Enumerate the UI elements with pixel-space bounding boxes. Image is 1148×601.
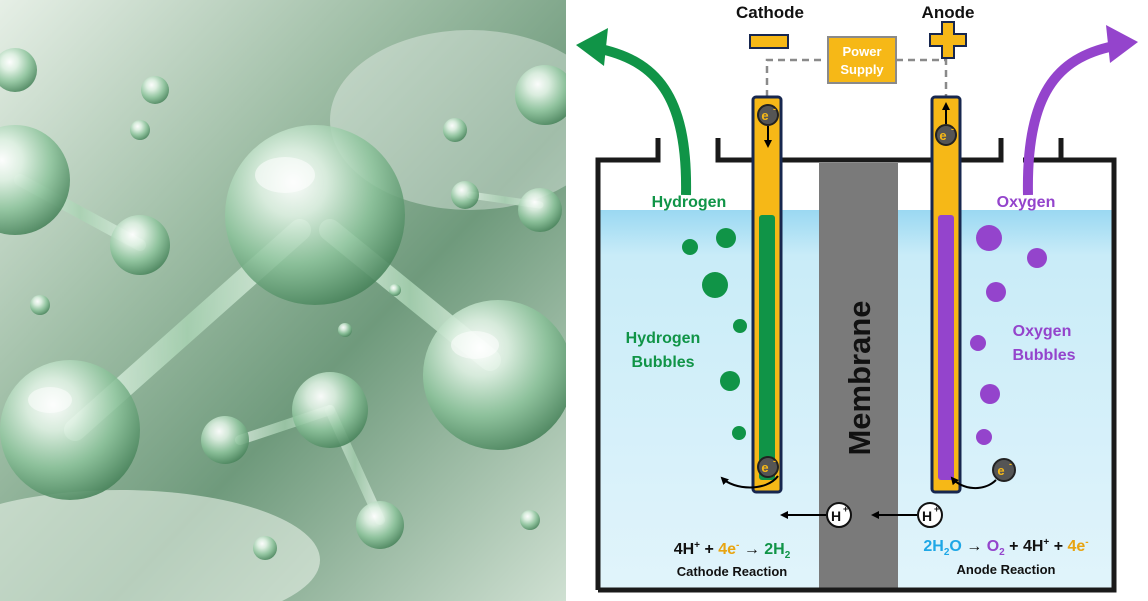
svg-text:e: e <box>939 128 946 143</box>
membrane-label: Membrane <box>842 300 877 455</box>
svg-text:-: - <box>951 124 954 134</box>
oxygen-bubbles-label-line1: Oxygen <box>1013 323 1072 340</box>
oxygen-bubbles <box>970 225 1047 445</box>
minus-icon <box>749 34 789 49</box>
svg-text:H: H <box>831 508 841 524</box>
anode-active-area <box>938 215 954 480</box>
electron-icon: e - <box>992 458 1016 482</box>
power-supply-box <box>827 36 897 84</box>
plus-icon <box>929 21 967 59</box>
oxygen-label: Oxygen <box>997 194 1056 211</box>
anode-label: Anode <box>922 3 975 22</box>
hydrogen-output-arrow <box>595 43 692 196</box>
svg-text:+: + <box>843 504 848 514</box>
anode-reaction-equation: 2H2O → O2 + 4H+ + 4e- <box>923 537 1088 558</box>
electron-icon: e - <box>935 124 957 146</box>
hydrogen-bubbles <box>682 228 747 440</box>
cathode-label: Cathode <box>736 3 804 22</box>
oxygen-bubbles-label-line2: Bubbles <box>1012 347 1075 364</box>
cathode-reaction-title: Cathode Reaction <box>677 564 788 579</box>
oxygen-output-arrow <box>1022 41 1116 196</box>
hydrogen-label: Hydrogen <box>652 194 727 211</box>
svg-text:-: - <box>773 104 776 114</box>
electron-icon: e - <box>757 456 779 478</box>
anode-reaction-title: Anode Reaction <box>957 562 1056 577</box>
power-supply-label-line1: Power <box>842 44 881 59</box>
electrolysis-diagram: Membrane Power Supply Cathode Anode Hydr… <box>576 3 1138 593</box>
proton-icon: H + <box>917 502 943 528</box>
power-wire <box>765 58 948 97</box>
svg-text:e: e <box>761 108 768 123</box>
svg-text:-: - <box>773 456 776 466</box>
svg-text:e: e <box>997 463 1004 478</box>
proton-icon: H + <box>826 502 852 528</box>
cathode-reaction-equation: 4H+ + 4e- → 2H2 <box>674 540 791 561</box>
svg-text:H: H <box>922 508 932 524</box>
power-supply-label-line2: Supply <box>840 62 884 77</box>
svg-text:e: e <box>761 460 768 475</box>
cathode-active-area <box>759 215 775 480</box>
water-molecule-photo <box>0 0 566 601</box>
hydrogen-bubbles-label-line2: Bubbles <box>631 354 694 371</box>
hydrogen-bubbles-label-line1: Hydrogen <box>626 330 701 347</box>
svg-text:-: - <box>1009 459 1012 469</box>
svg-text:+: + <box>934 504 939 514</box>
electron-icon: e - <box>757 104 779 126</box>
